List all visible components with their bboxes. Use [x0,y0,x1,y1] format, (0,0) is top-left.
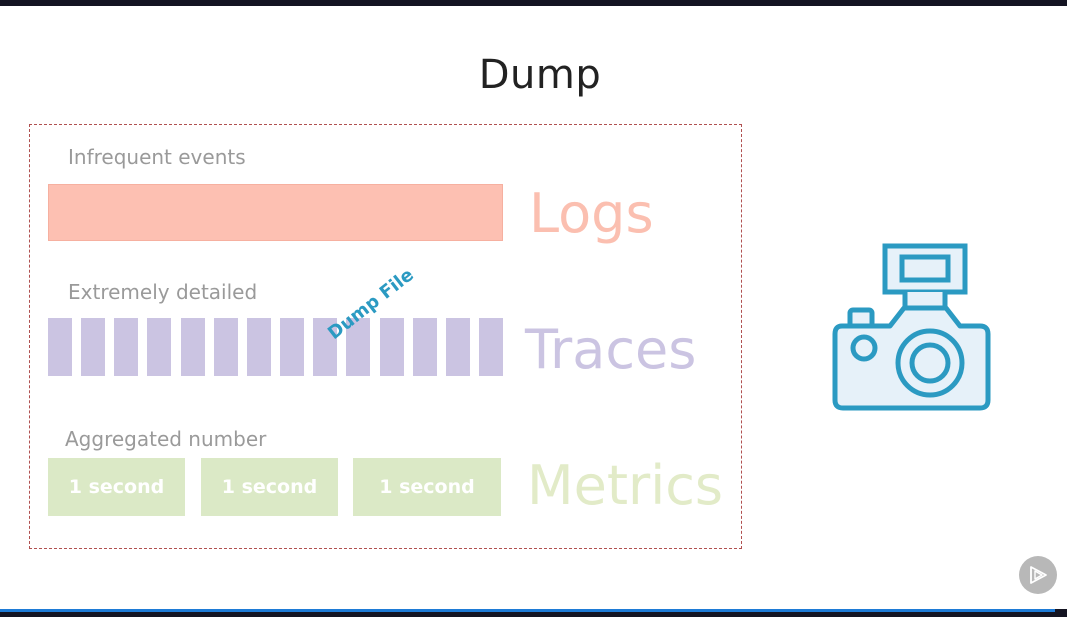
trace-bar [48,318,72,376]
trace-bar [246,318,271,376]
dump-boundary [29,124,742,549]
logs-label: Logs [529,182,654,245]
trace-bar [180,318,205,376]
trace-bar [147,318,172,376]
play-button[interactable] [1019,556,1057,594]
playback-progress [0,609,1055,612]
metric-box: 1 second [201,458,338,516]
traces-label: Traces [525,318,697,381]
trace-bar [81,318,106,376]
slide-title: Dump [478,52,602,98]
metric-box: 1 second [48,458,185,516]
traces-bars [48,318,503,376]
trace-bar [412,318,437,376]
trace-bar [114,318,139,376]
metric-box: 1 second [353,458,501,516]
logs-caption: Infrequent events [68,145,246,169]
trace-bar [313,318,338,376]
trace-bar [346,318,371,376]
top-border [0,0,1067,6]
trace-bar [445,318,470,376]
trace-bar [379,318,404,376]
play-icon [1030,566,1047,584]
metrics-caption: Aggregated number [65,427,267,451]
trace-bar [280,318,305,376]
trace-bar [479,318,503,376]
camera-icon [830,240,992,415]
metrics-label: Metrics [527,454,724,517]
trace-bar [213,318,238,376]
logs-bar [48,184,503,241]
traces-caption: Extremely detailed [68,280,258,304]
bottom-border [0,609,1067,617]
